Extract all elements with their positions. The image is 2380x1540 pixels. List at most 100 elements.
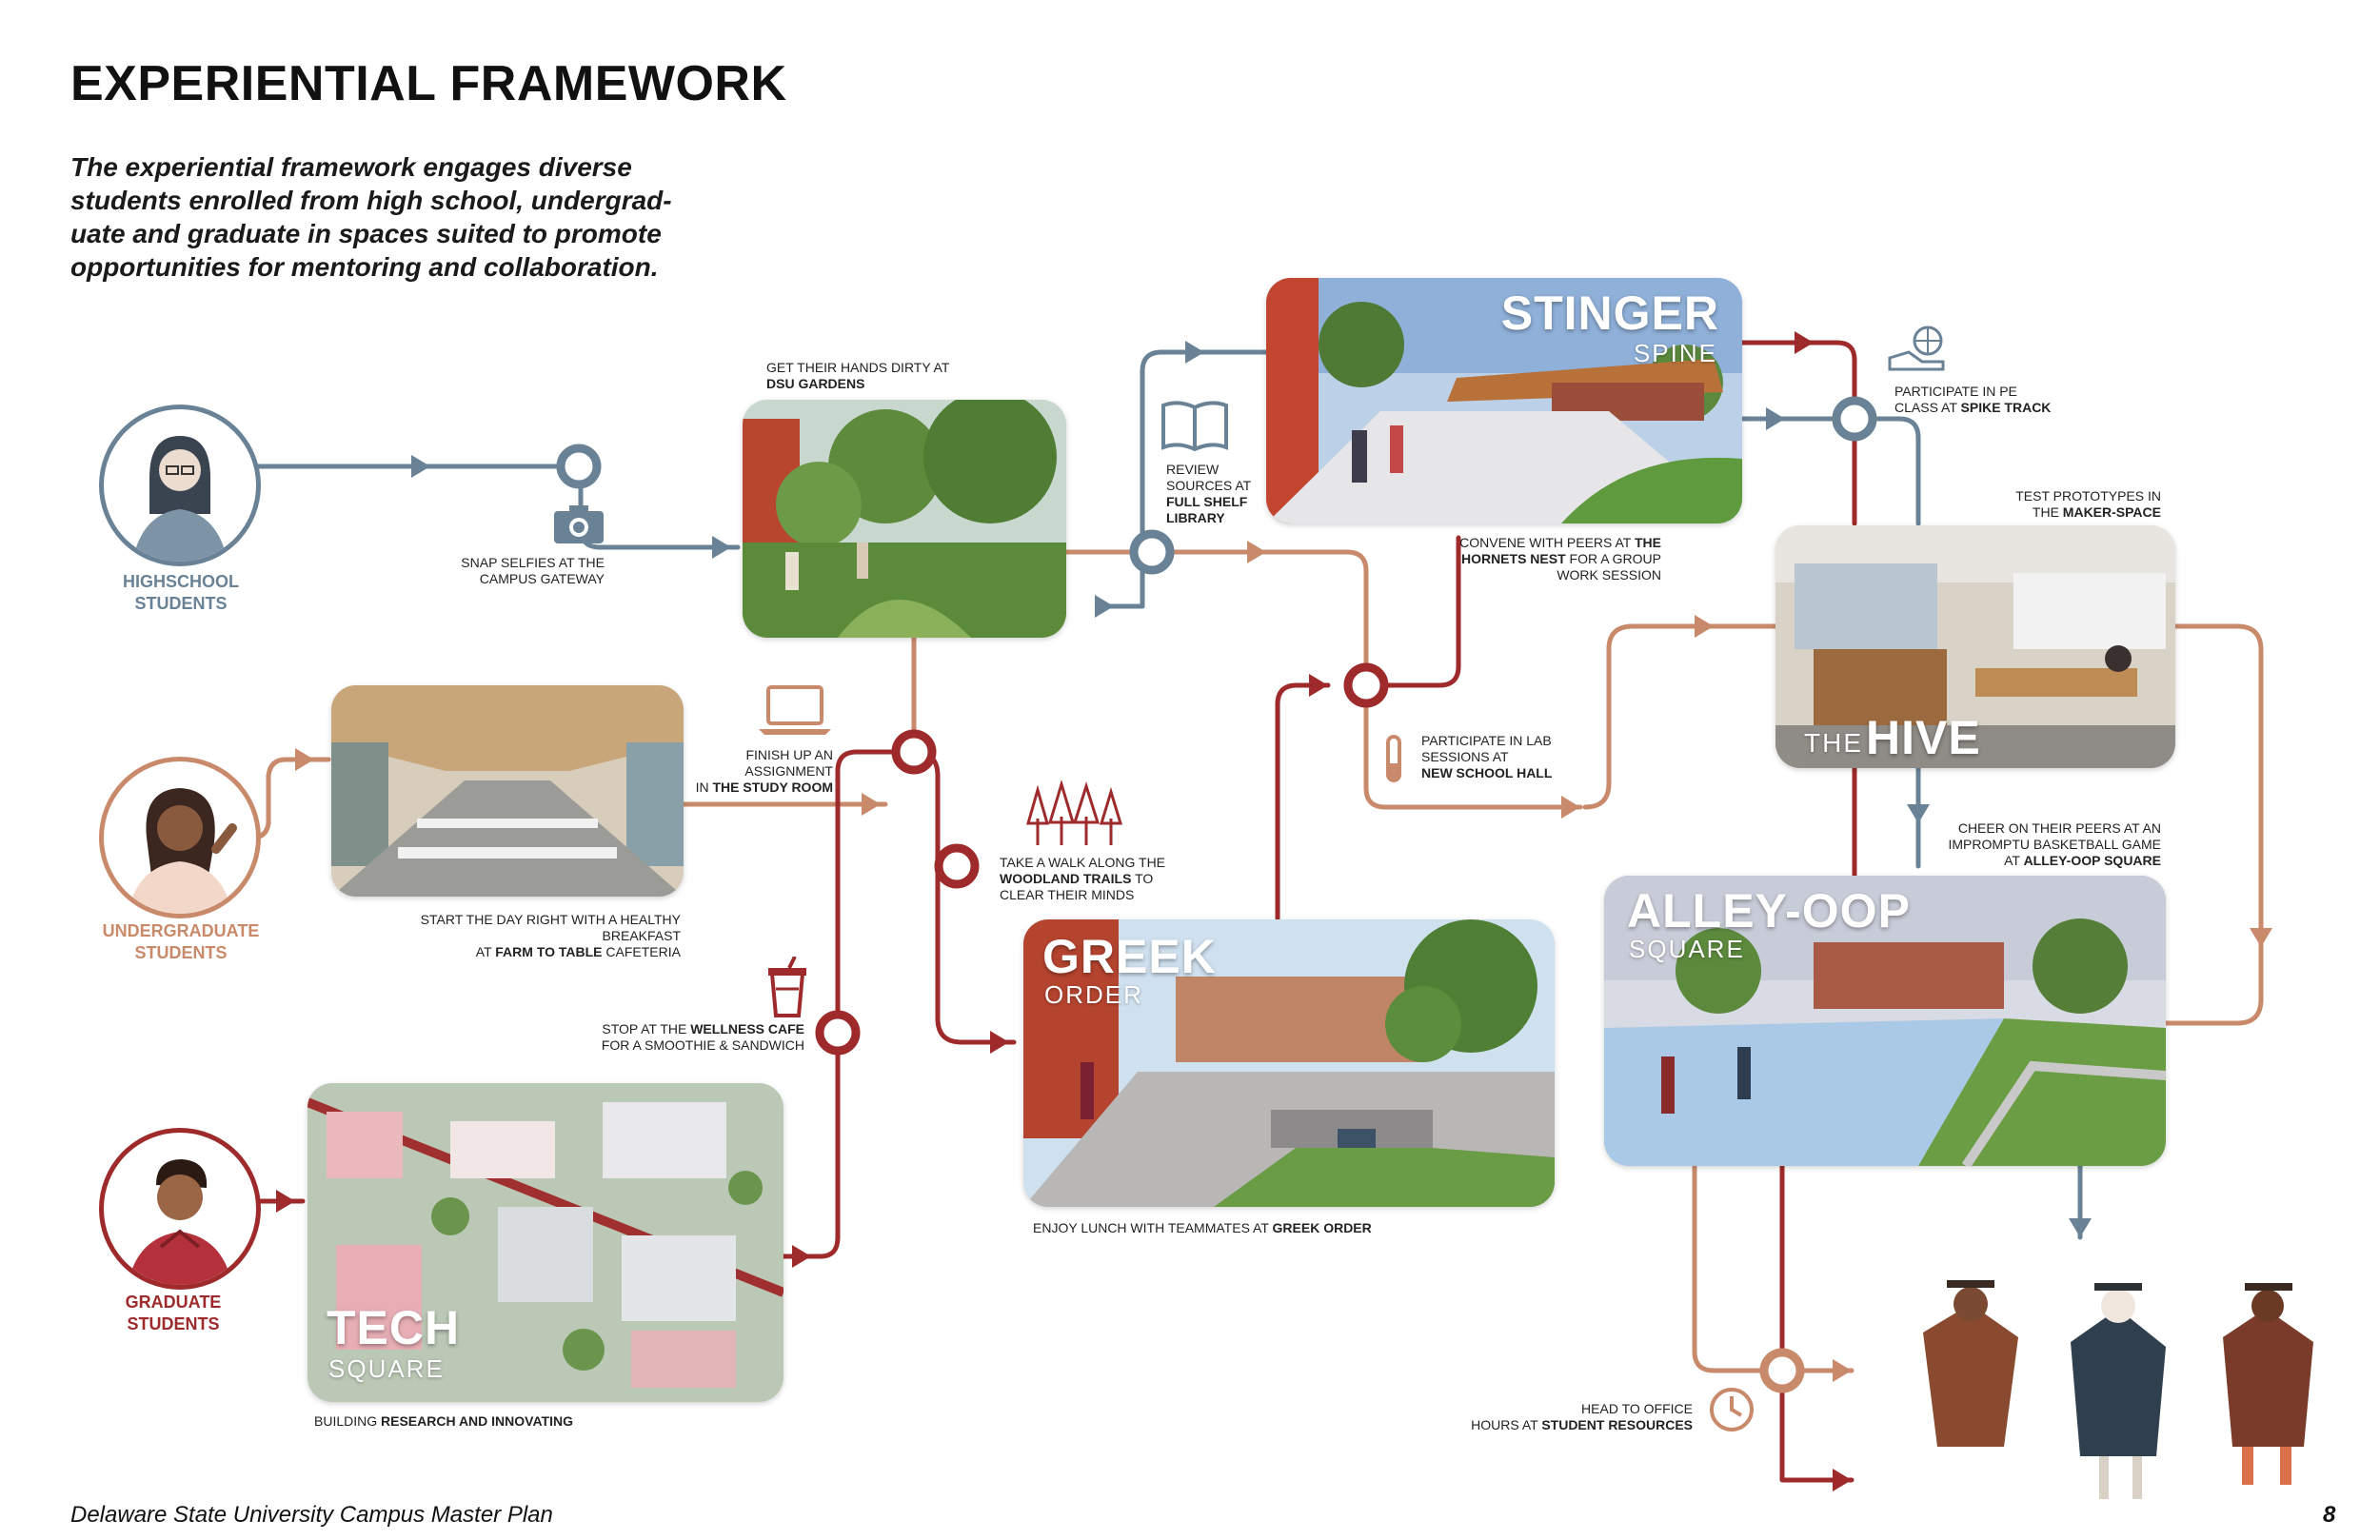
tech-title: TECH [327,1301,461,1354]
undergraduate-route-hive [1582,623,1778,810]
caption-study-line2: ASSIGNMENT [744,763,833,779]
undergraduate-route-alley-right [2158,939,2264,1026]
caption-basketball-line1: CHEER ON THEIR PEERS AT AN [1957,820,2161,836]
caption-pe-line1: PARTICIPATE IN PE [1894,384,2017,399]
highschool-route-stinger [1739,416,1921,526]
caption-hornets-bold2: HORNETS NEST [1460,551,1566,566]
clock-icon [1710,1388,1754,1431]
caption-selfies-line2: CAMPUS GATEWAY [479,571,605,586]
caption-lunch-bold: GREEK ORDER [1272,1220,1372,1235]
graduate-route-alley-down [1779,1163,1854,1483]
caption-wellness-line1: STOP AT THE [602,1021,691,1037]
graduate-label-line2: STUDENTS [127,1314,220,1333]
page-title: EXPERIENTIAL FRAMEWORK [70,56,787,111]
graduate-route-stinger [1363,535,1461,688]
caption-study-bold: THE STUDY ROOM [712,780,833,795]
caption-research-bold: RESEARCH AND INNOVATING [381,1413,573,1429]
hive-prefix: THE [1804,728,1863,758]
tech-square-image: TECH SQUARE [307,1083,783,1402]
caption-wellness-line2: FOR A SMOOTHIE & SANDWICH [601,1037,804,1053]
stinger-title: STINGER [1500,286,1719,340]
caption-breakfast: START THE DAY RIGHT WITH A HEALTHY BREAK… [347,912,681,960]
caption-maker-line2: THE [2032,504,2063,520]
undergraduate-avatar [99,757,261,918]
caption-hornets-bold1: THE [1635,535,1661,550]
gardens-image [743,400,1066,638]
greek-subtitle: ORDER [1044,980,1143,1009]
smoothie-cup-icon [768,957,806,1017]
caption-library-line2: SOURCES AT [1166,478,1252,493]
highschool-label-line1: HIGHSCHOOL [122,572,239,591]
caption-breakfast-bold: FARM TO TABLE [495,944,603,959]
caption-research: BUILDING RESEARCH AND INNOVATING [314,1413,573,1430]
caption-lunch: ENJOY LUNCH WITH TEAMMATES AT GREEK ORDE… [1033,1220,1372,1236]
cafeteria-image [331,685,684,897]
caption-hornets-line1: CONVENE WITH PEERS AT [1459,535,1635,550]
graduates-celebration-illustration [1923,1280,2313,1499]
station-woodland [934,843,980,889]
caption-lab-line2: SESSIONS AT [1421,749,1509,764]
undergraduate-label-line2: STUDENTS [134,943,228,962]
undergraduate-route [249,757,331,840]
caption-research-text: BUILDING [314,1413,382,1429]
station-office [1759,1348,1805,1393]
caption-woodland-line3: CLEAR THEIR MINDS [1000,887,1135,902]
highschool-avatar [99,405,261,566]
stinger-subtitle: SPINE [1633,339,1717,367]
highschool-label: HIGHSCHOOL STUDENTS [67,571,295,615]
caption-gardens: GET THEIR HANDS DIRTY AT DSU GARDENS [766,360,949,392]
route-arrows [276,331,2272,1491]
caption-pe: PARTICIPATE IN PE CLASS AT SPIKE TRACK [1894,384,2051,416]
alley-oop-title: ALLEY-OOP [1627,884,1911,938]
camera-icon [554,505,604,543]
caption-wellness: STOP AT THE WELLNESS CAFE FOR A SMOOTHIE… [571,1021,804,1054]
hive-title: HIVE [1866,711,1981,764]
undergraduate-route-hive-right [2172,623,2264,945]
caption-lunch-text: ENJOY LUNCH WITH TEAMMATES AT [1033,1220,1273,1235]
caption-maker: TEST PROTOTYPES IN THE MAKER-SPACE [1942,488,2161,521]
forest-icon [1026,780,1123,845]
caption-breakfast-line2-end: CAFETERIA [602,944,681,959]
undergraduate-label: UNDERGRADUATE STUDENTS [67,920,295,964]
caption-selfies: SNAP SELFIES AT THE CAMPUS GATEWAY [438,555,605,587]
caption-basketball-line3: AT [2004,853,2024,868]
intro-text: The experiential framework engages diver… [70,152,672,282]
test-tube-icon [1386,735,1401,782]
caption-library-bold1: FULL SHELF [1166,494,1248,509]
caption-lab-bold: NEW SCHOOL HALL [1421,765,1553,780]
caption-hornets-line2: FOR A GROUP [1565,551,1661,566]
alley-oop-image: ALLEY-OOP SQUARE [1604,876,2166,1166]
undergraduate-route-office [1692,1163,1854,1373]
highschool-route [247,464,741,550]
caption-pe-bold: SPIKE TRACK [1960,400,2052,415]
graduate-route-hornets [1275,682,1331,921]
hive-image: THE HIVE [1775,525,2175,768]
caption-hornets-line3: WORK SESSION [1557,567,1661,582]
caption-office-line2: HOURS AT [1471,1417,1542,1432]
caption-study-line3: IN [695,780,713,795]
caption-basketball-bold: ALLEY-OOP SQUARE [2023,853,2161,868]
caption-woodland: TAKE A WALK ALONG THE WOODLAND TRAILS TO… [1000,855,1165,903]
caption-pe-line2: CLASS AT [1894,400,1961,415]
station-study-room [891,729,937,775]
caption-woodland-line1: TAKE A WALK ALONG THE [1000,855,1166,870]
caption-maker-line1: TEST PROTOTYPES IN [2015,488,2161,503]
caption-maker-bold: MAKER-SPACE [2062,504,2161,520]
route-stations [556,396,1877,1393]
highschool-route-library [1101,349,1269,609]
caption-lab-line1: PARTICIPATE IN LAB [1421,733,1552,748]
laptop-icon [759,685,831,735]
caption-gardens-bold: DSU GARDENS [766,376,865,391]
caption-wellness-bold: WELLNESS CAFE [690,1021,804,1037]
caption-basketball-line2: IMPROMPTU BASKETBALL GAME [1948,837,2161,852]
tech-subtitle: SQUARE [328,1354,445,1383]
basketball-shoe-icon [1888,326,1945,371]
station-wellness [815,1010,861,1056]
graduate-route-tech [780,749,917,1259]
page-number: 8 [2323,1502,2336,1528]
graduate-route-spine [1739,340,1857,526]
caption-breakfast-line1: START THE DAY RIGHT WITH A HEALTHY BREAK… [420,912,681,943]
caption-selfies-line1: SNAP SELFIES AT THE [461,555,605,570]
station-lab [1343,662,1389,708]
caption-office-bold: STUDENT RESOURCES [1541,1417,1693,1432]
